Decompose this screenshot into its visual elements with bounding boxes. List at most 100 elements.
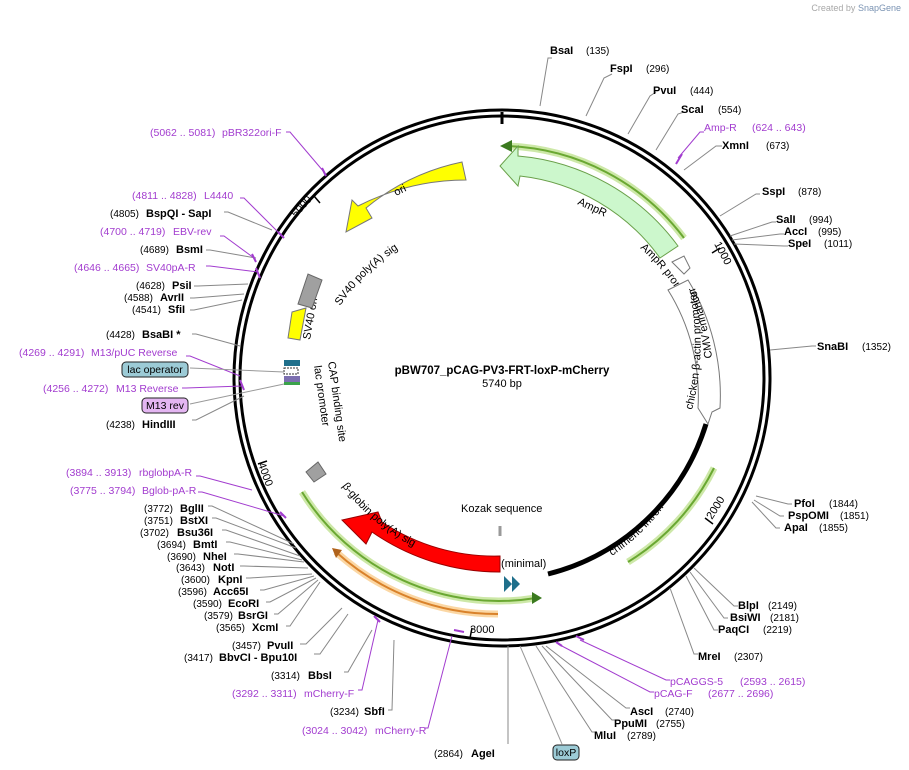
enz-fspi-name[interactable]: FspI: [610, 63, 633, 75]
enz-pvui-name[interactable]: PvuI: [653, 85, 676, 97]
primer-mark-ampr: [675, 153, 683, 165]
lac-operator-box[interactable]: [121, 361, 189, 378]
primer-pcagf-name[interactable]: pCAG-F: [654, 688, 693, 700]
enz-line-bsabi: [192, 333, 241, 347]
primer-mcherryf-range: (3292 .. 3311): [232, 688, 297, 700]
chimeric-intron-feature[interactable]: [547, 423, 709, 577]
enz-asci-name[interactable]: AscI: [630, 706, 653, 718]
enz-sali-name[interactable]: SalI: [776, 214, 796, 226]
cmv-cba-feature[interactable]: [667, 279, 721, 426]
enz-hindiii-name[interactable]: HindIII: [142, 419, 176, 431]
enz-line-acc65i: [260, 575, 315, 591]
enz-agei-name[interactable]: AgeI: [471, 748, 495, 760]
enz-bsu36i-name[interactable]: Bsu36I: [177, 527, 213, 539]
ampr-feature[interactable]: [499, 144, 679, 259]
lac-operator-marker[interactable]: [283, 367, 299, 375]
enz-bsu36i-pos: (3702): [140, 528, 169, 539]
enz-mlui-name[interactable]: MluI: [594, 730, 616, 742]
enz-scai-name[interactable]: ScaI: [681, 104, 704, 116]
enz-line-bstxi: [212, 517, 297, 549]
enz-psii-name[interactable]: PsiI: [172, 280, 192, 292]
enz-bspqi-name[interactable]: BspQI - SapI: [146, 208, 211, 220]
enz-line-bsiwi: [689, 571, 728, 619]
pcag-green-line: [627, 467, 715, 563]
m13-rev-box[interactable]: [141, 397, 189, 414]
enz-blpi-name[interactable]: BlpI: [738, 600, 759, 612]
enz-pvuii-name[interactable]: PvuII: [267, 640, 293, 652]
m13-rev-box-label: M13 rev: [146, 400, 185, 412]
enz-avrii-name[interactable]: AvrII: [160, 292, 184, 304]
primer-l4440-name[interactable]: L4440: [204, 190, 233, 202]
primer-m13puc-name[interactable]: M13/pUC Reverse: [91, 347, 178, 359]
enz-bsabi-name[interactable]: BsaBI *: [142, 329, 181, 341]
enz-acc65i-name[interactable]: Acc65I: [213, 586, 248, 598]
enz-nhei-name[interactable]: NheI: [203, 551, 227, 563]
primer-mcherryr-name[interactable]: mCherry-R: [375, 725, 427, 737]
primer-rbglob-name[interactable]: rbglobpA-R: [139, 467, 193, 479]
enz-mrei-name[interactable]: MreI: [698, 651, 721, 663]
loxp-box[interactable]: [552, 744, 580, 761]
primer-sv40par-name[interactable]: SV40pA-R: [146, 262, 196, 274]
orange-line: [335, 551, 499, 616]
enz-sspi-name[interactable]: SspI: [762, 186, 785, 198]
plasmid-name: pBW707_pCAG-PV3-FRT-loxP-mCherry: [395, 365, 610, 377]
enz-noti-name[interactable]: NotI: [213, 562, 234, 574]
frt-marker-2[interactable]: [512, 576, 520, 592]
enz-ppumi-name[interactable]: PpuMI: [614, 718, 647, 730]
primer-ebv-name[interactable]: EBV-rev: [173, 226, 212, 238]
primer-mcherryf-name[interactable]: mCherry-F: [304, 688, 354, 700]
enz-bglii-name[interactable]: BglII: [180, 503, 204, 515]
primer-ampr-name[interactable]: Amp-R: [704, 122, 737, 134]
enz-ecori-name[interactable]: EcoRI: [228, 598, 259, 610]
enz-line-kpni: [246, 573, 313, 579]
bglobin-polya-feature[interactable]: [305, 461, 327, 483]
enz-bsrgi-name[interactable]: BsrGI: [238, 610, 268, 622]
enz-acci-name[interactable]: AccI: [784, 226, 807, 238]
enz-snabi-name[interactable]: SnaBI: [817, 341, 848, 353]
enz-bsmi-name[interactable]: BsmI: [176, 244, 203, 256]
sv40-polya-feature[interactable]: [297, 273, 323, 309]
enz-apai-pos: (1855): [819, 523, 848, 534]
sv40-ori-feature[interactable]: [287, 307, 307, 341]
ampr-promoter-feature[interactable]: [671, 255, 691, 275]
primer-m13-name[interactable]: M13 Reverse: [116, 383, 179, 395]
m13-marker[interactable]: [284, 382, 300, 385]
lac-promoter-marker[interactable]: [284, 376, 300, 382]
tick-3000-label: 3000: [470, 624, 494, 636]
enz-bbsi-name[interactable]: BbsI: [308, 670, 332, 682]
enz-spei-name[interactable]: SpeI: [788, 238, 811, 250]
primer-pbr322-name[interactable]: pBR322ori-F: [222, 127, 282, 139]
mcherry-feature[interactable]: [341, 511, 501, 573]
enz-pspomi-name[interactable]: PspOMI: [788, 510, 829, 522]
enz-line-bsrgi: [274, 579, 319, 615]
ori-feature[interactable]: [345, 161, 467, 233]
primer-bglob-name[interactable]: Bglob-pA-R: [142, 485, 197, 497]
enz-xmni-name[interactable]: XmnI: [722, 140, 749, 152]
tick-4000: [257, 460, 268, 465]
primer-pcaggs5-range: (2593 .. 2615): [740, 676, 805, 688]
enz-bbvci-name[interactable]: BbvCI - Bpu10I: [219, 652, 297, 664]
enz-line-noti: [240, 565, 309, 569]
enz-bsai-name[interactable]: BsaI: [550, 45, 573, 57]
primer-mark-mcherryf: [373, 615, 381, 623]
enz-kpni-name[interactable]: KpnI: [218, 574, 242, 586]
enz-paqci-name[interactable]: PaqCI: [718, 624, 749, 636]
enzymes-right: BsaI (135) FspI (296) PvuI (444) ScaI (5…: [535, 45, 891, 742]
enz-line-snabi: [769, 345, 816, 351]
enz-pfoi-name[interactable]: PfoI: [794, 498, 815, 510]
enz-bglii-pos: (3772): [144, 504, 173, 515]
frt-marker-1[interactable]: [504, 576, 512, 592]
enz-xmni-pos: (673): [766, 141, 789, 152]
cap-site-marker[interactable]: [284, 360, 300, 366]
enz-sfii-name[interactable]: SfiI: [168, 304, 185, 316]
enz-bmti-name[interactable]: BmtI: [193, 539, 217, 551]
primer-pcaggs5-name[interactable]: pCAGGS-5: [670, 676, 723, 688]
primer-mark-mcherryr: [453, 629, 465, 633]
enz-bsiwi-name[interactable]: BsiWI: [730, 612, 761, 624]
enz-apai-name[interactable]: ApaI: [784, 522, 808, 534]
kozak-label: Kozak sequence: [461, 503, 542, 515]
enz-bstxi-name[interactable]: BstXI: [180, 515, 208, 527]
enz-sbfi-name[interactable]: SbfI: [364, 706, 385, 718]
enz-xcmi-name[interactable]: XcmI: [252, 622, 278, 634]
enz-sbfi-pos: (3234): [330, 707, 359, 718]
